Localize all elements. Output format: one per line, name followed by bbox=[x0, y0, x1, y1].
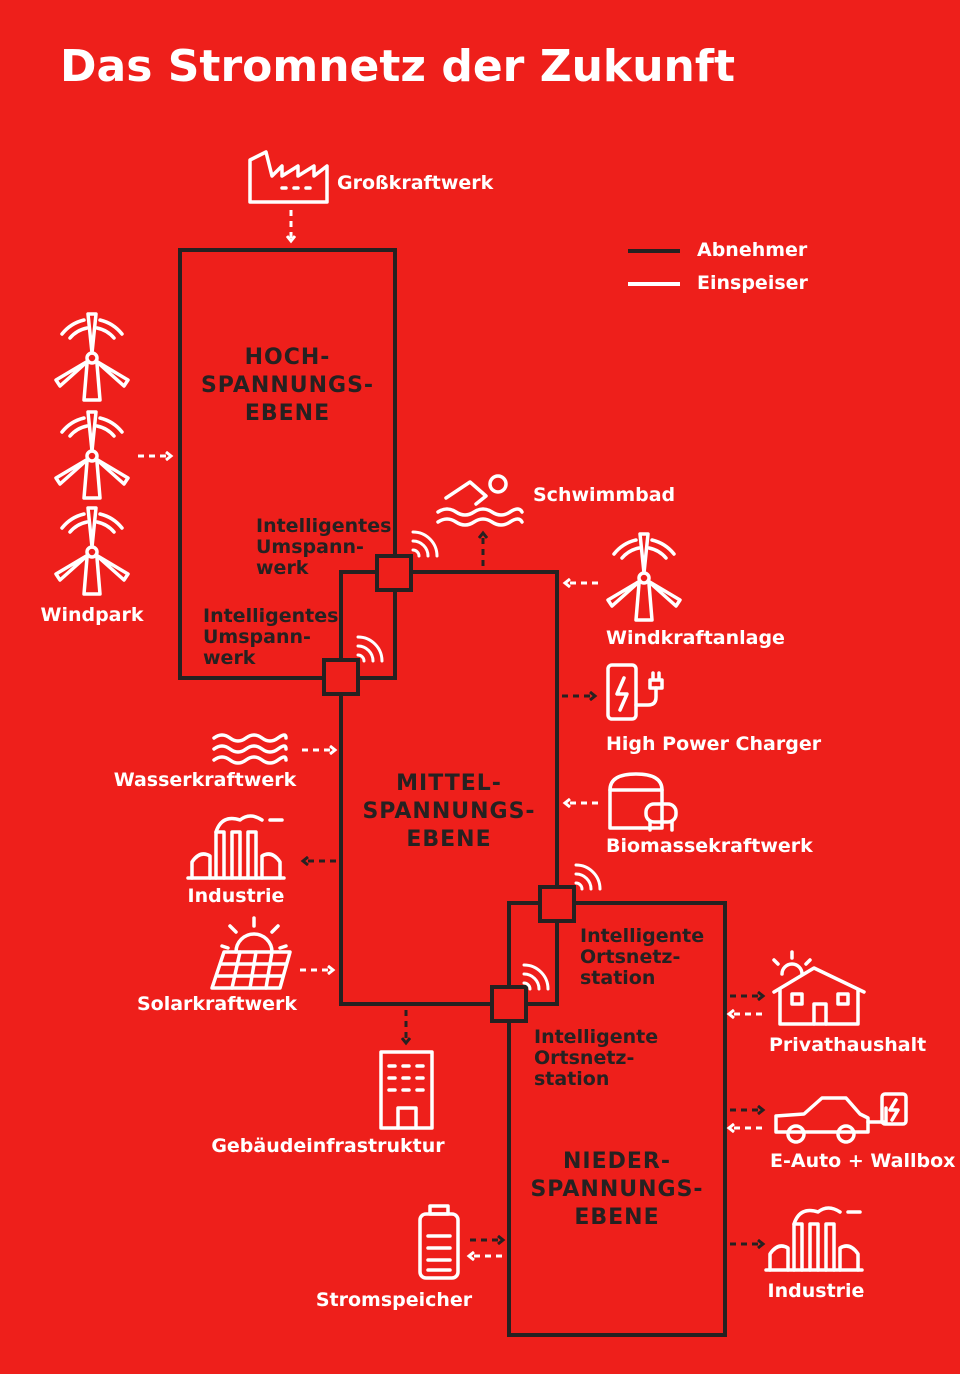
charging-station-icon bbox=[606, 663, 664, 721]
wireless-signal-icon bbox=[522, 963, 550, 991]
label-high-power-charger: High Power Charger bbox=[606, 733, 822, 755]
smart-local-station-1 bbox=[538, 885, 576, 923]
label-solarkraftwerk: Solarkraftwerk bbox=[136, 993, 298, 1015]
medium-voltage-box bbox=[339, 570, 559, 1006]
station-label-ortsnetz-1: Intelligente Ortsnetz- station bbox=[580, 926, 704, 989]
station-line: werk bbox=[203, 647, 256, 669]
smart-substation-1 bbox=[375, 554, 413, 592]
high-voltage-label: HOCH- SPANNUNGS- EBENE bbox=[180, 344, 395, 428]
station-line: Intelligente bbox=[580, 925, 705, 947]
level-line: SPANNUNGS- bbox=[362, 799, 536, 824]
wind-turbine-icon bbox=[54, 506, 130, 596]
factory-icon bbox=[248, 150, 329, 204]
label-industrie-low: Industrie bbox=[767, 1280, 865, 1302]
level-line: NIEDER- bbox=[563, 1149, 671, 1174]
industrial-plant-icon bbox=[186, 814, 286, 880]
label-schwimmbad: Schwimmbad bbox=[533, 484, 676, 506]
level-line: HOCH- bbox=[244, 345, 331, 370]
station-line: station bbox=[580, 967, 656, 989]
medium-voltage-label: MITTEL- SPANNUNGS- EBENE bbox=[341, 770, 557, 854]
wireless-signal-icon bbox=[574, 863, 602, 891]
station-line: Ortsnetz- bbox=[580, 946, 681, 968]
biogas-tank-icon bbox=[608, 772, 678, 832]
station-line: werk bbox=[256, 557, 309, 579]
low-voltage-label: NIEDER- SPANNUNGS- EBENE bbox=[509, 1148, 725, 1232]
level-line: SPANNUNGS- bbox=[530, 1177, 704, 1202]
swimmer-icon bbox=[436, 474, 524, 527]
house-with-solar-icon bbox=[772, 950, 866, 1026]
level-line: MITTEL- bbox=[396, 771, 502, 796]
wind-turbine-icon bbox=[606, 532, 682, 622]
label-e-auto-wallbox: E-Auto + Wallbox bbox=[770, 1150, 956, 1172]
office-building-icon bbox=[379, 1050, 434, 1130]
station-line: Intelligentes bbox=[203, 605, 339, 627]
battery-icon bbox=[418, 1204, 460, 1280]
high-voltage-box bbox=[178, 248, 397, 680]
smart-substation-2 bbox=[322, 658, 360, 696]
label-stromspeicher: Stromspeicher bbox=[315, 1289, 473, 1311]
legend-feeder-label: Einspeiser bbox=[697, 272, 808, 294]
station-label-umspannwerk-1: Intelligentes Umspann- werk bbox=[256, 516, 391, 579]
solar-panel-icon bbox=[210, 916, 292, 990]
wireless-signal-icon bbox=[356, 635, 384, 663]
level-line: EBENE bbox=[406, 827, 492, 852]
label-wasserkraftwerk: Wasserkraftwerk bbox=[113, 769, 297, 791]
label-windpark: Windpark bbox=[40, 604, 144, 626]
station-line: Umspann- bbox=[256, 536, 364, 558]
wind-turbine-icon bbox=[54, 410, 130, 500]
level-line: EBENE bbox=[574, 1205, 660, 1230]
station-line: Intelligente bbox=[534, 1026, 659, 1048]
page-title: Das Stromnetz der Zukunft bbox=[60, 41, 736, 92]
smart-local-station-2 bbox=[490, 985, 528, 1023]
label-privathaushalt: Privathaushalt bbox=[769, 1034, 927, 1056]
label-gebaeudeinfrastruktur: Gebäudeinfrastruktur bbox=[211, 1135, 445, 1157]
wind-turbine-icon bbox=[54, 312, 130, 402]
industrial-plant-icon bbox=[764, 1206, 864, 1272]
wireless-signal-icon bbox=[411, 530, 439, 558]
level-line: EBENE bbox=[244, 401, 331, 426]
station-label-umspannwerk-2: Intelligentes Umspann- werk bbox=[203, 606, 338, 669]
station-line: Umspann- bbox=[203, 626, 311, 648]
label-industrie-medium: Industrie bbox=[187, 885, 285, 907]
electric-car-icon bbox=[774, 1092, 908, 1144]
water-waves-icon bbox=[212, 733, 288, 765]
level-line: SPANNUNGS- bbox=[200, 373, 375, 398]
station-label-ortsnetz-2: Intelligente Ortsnetz- station bbox=[534, 1027, 658, 1090]
low-voltage-box bbox=[507, 901, 727, 1337]
station-line: station bbox=[534, 1068, 610, 1090]
legend-consumer-label: Abnehmer bbox=[697, 239, 808, 261]
label-biomassekraftwerk: Biomassekraftwerk bbox=[606, 835, 813, 857]
station-line: Intelligentes bbox=[256, 515, 392, 537]
label-grosskraftwerk: Großkraftwerk bbox=[337, 172, 494, 194]
label-windkraftanlage: Windkraftanlage bbox=[606, 627, 785, 649]
station-line: Ortsnetz- bbox=[534, 1047, 635, 1069]
